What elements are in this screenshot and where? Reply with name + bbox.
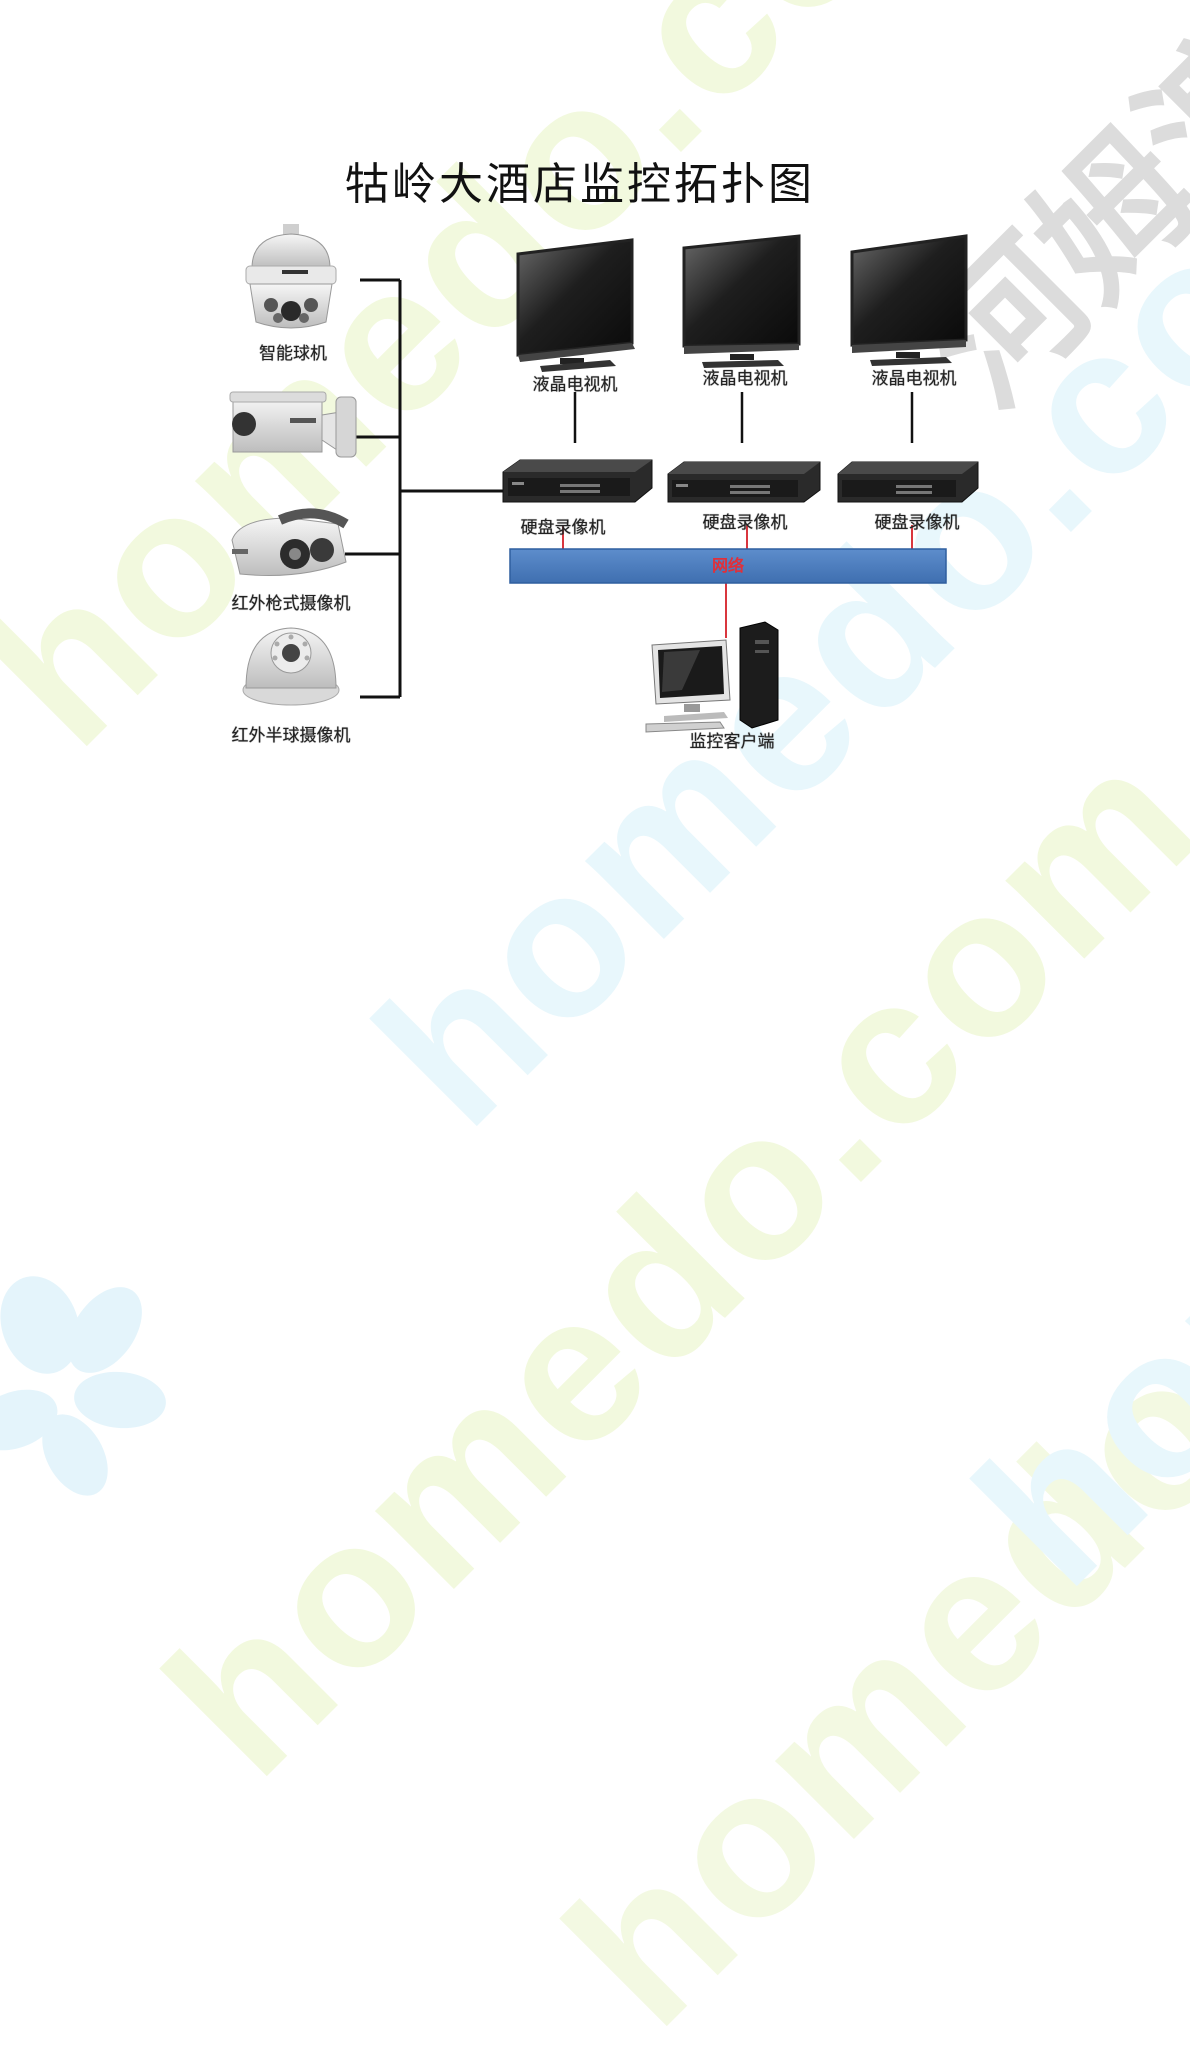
client-label: 监控客户端 bbox=[682, 727, 782, 752]
camera-label-1: 智能球机 bbox=[250, 339, 336, 364]
lcd-monitor-2 bbox=[684, 236, 799, 368]
nvr-3 bbox=[838, 462, 978, 502]
recorder-label-2: 硬盘录像机 bbox=[700, 508, 790, 533]
network-label: 网络 bbox=[510, 549, 946, 583]
lcd-monitor-1 bbox=[518, 240, 635, 372]
monitor-label-2: 液晶电视机 bbox=[700, 364, 790, 389]
client-pc-image bbox=[646, 622, 778, 732]
nvr-1 bbox=[503, 460, 652, 502]
camera-bus-lines bbox=[345, 280, 503, 697]
topology-diagram bbox=[0, 0, 1190, 1684]
ir-bullet-camera-image bbox=[232, 513, 346, 575]
lcd-monitor-3 bbox=[852, 236, 966, 366]
nvr-2 bbox=[668, 462, 820, 502]
monitor-label-1: 液晶电视机 bbox=[530, 370, 620, 395]
recorder-label-3: 硬盘录像机 bbox=[872, 508, 962, 533]
speed-dome-camera-image bbox=[246, 224, 336, 328]
recorder-label-1: 硬盘录像机 bbox=[518, 513, 608, 538]
ir-dome-camera-image bbox=[243, 628, 339, 705]
monitor-label-3: 液晶电视机 bbox=[869, 364, 959, 389]
bullet-camera-image bbox=[230, 392, 356, 457]
monitor-nvr-links bbox=[575, 392, 912, 443]
camera-label-2: 红外枪式摄像机 bbox=[226, 589, 356, 614]
camera-label-3: 红外半球摄像机 bbox=[226, 721, 356, 746]
